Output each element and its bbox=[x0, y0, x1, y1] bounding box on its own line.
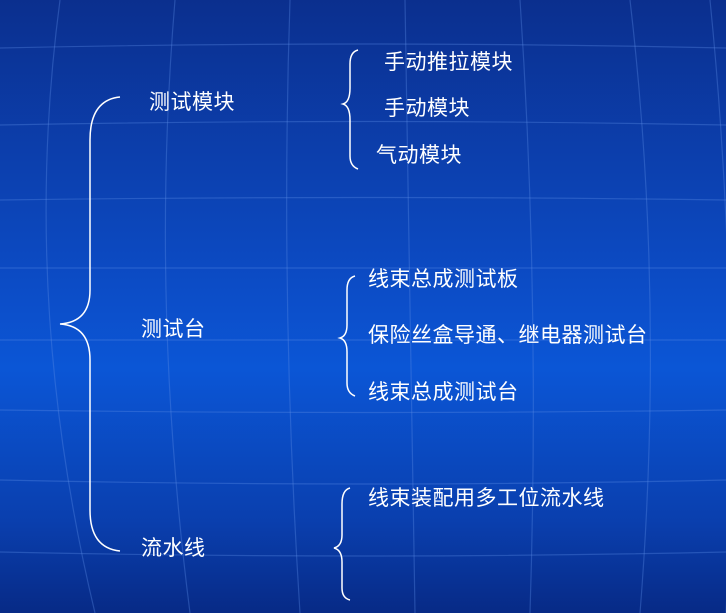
bench-item: 线束总成测试台 bbox=[368, 380, 519, 404]
category-label-bench: 测试台 bbox=[141, 317, 206, 341]
module-item: 气动模块 bbox=[376, 143, 462, 167]
category-label-line: 流水线 bbox=[141, 536, 206, 560]
category-label-modules: 测试模块 bbox=[149, 90, 235, 114]
modules-brace bbox=[340, 49, 359, 170]
line-brace bbox=[333, 487, 351, 601]
module-item: 手动推拉模块 bbox=[384, 50, 513, 74]
main-brace bbox=[59, 96, 121, 552]
bench-brace bbox=[337, 275, 356, 397]
bench-item: 保险丝盒导通、继电器测试台 bbox=[368, 323, 648, 347]
line-item: 线束装配用多工位流水线 bbox=[368, 486, 605, 510]
module-item: 手动模块 bbox=[384, 96, 470, 120]
bench-item: 线束总成测试板 bbox=[368, 267, 519, 291]
